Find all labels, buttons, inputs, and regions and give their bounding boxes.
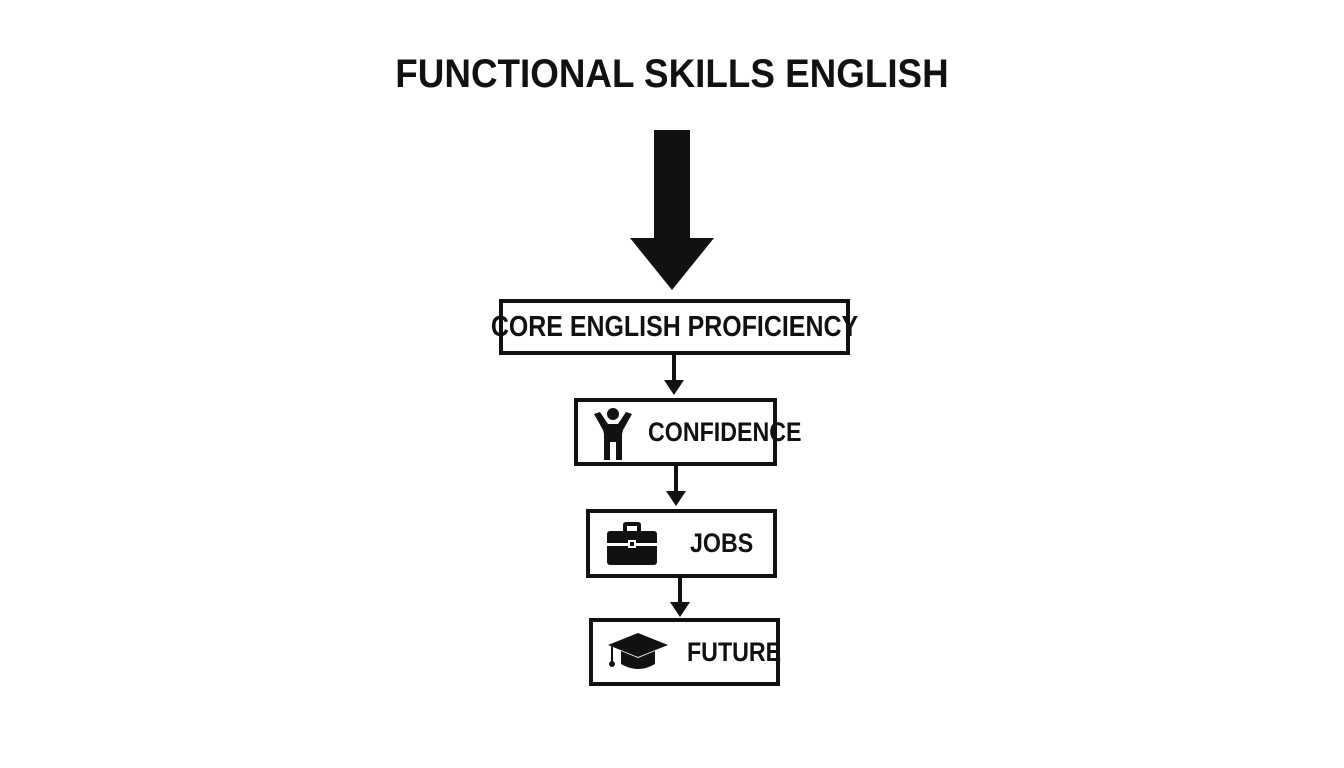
step-label-future: FUTURE (687, 636, 782, 667)
step-label-confidence: CONFIDENCE (648, 416, 802, 447)
main-down-arrow (630, 130, 714, 290)
step-box-jobs: JOBS (586, 509, 777, 578)
person-arms-raised-icon (594, 408, 632, 460)
step-label-jobs: JOBS (690, 528, 754, 558)
graduation-cap-icon (608, 633, 668, 669)
step-box-core-english: CORE ENGLISH PROFICIENCY (491, 299, 858, 355)
connector-arrow-1 (664, 354, 684, 395)
step-label-core-english: CORE ENGLISH PROFICIENCY (490, 310, 859, 343)
connector-arrow-2 (666, 465, 686, 506)
connector-arrow-3 (670, 576, 690, 617)
briefcase-icon (607, 522, 657, 565)
step-box-future: FUTURE (589, 618, 782, 686)
diagram-title: FUNCTIONAL SKILLS ENGLISH (395, 52, 949, 96)
step-box-confidence: CONFIDENCE (574, 398, 802, 466)
